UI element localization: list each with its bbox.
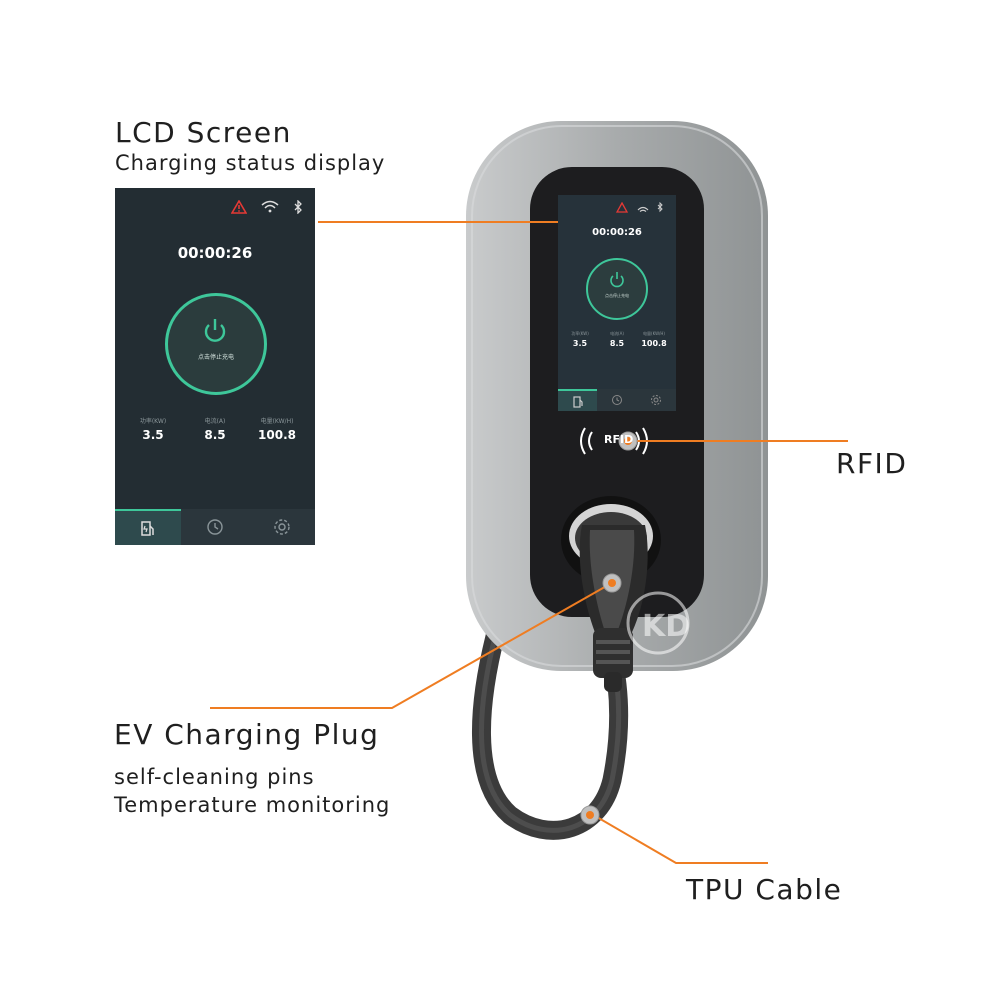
tab-charger[interactable] bbox=[115, 509, 181, 545]
device-tab-settings[interactable] bbox=[636, 389, 675, 411]
device-metric-power: 功率(KW)3.5 bbox=[571, 331, 589, 348]
rfid-callout-title: RFID bbox=[836, 447, 908, 480]
metric-current: 电流(A)8.5 bbox=[204, 418, 226, 442]
svg-text:KD: KD bbox=[642, 609, 690, 644]
metric-energy: 电量(KW/H)100.8 bbox=[258, 418, 296, 442]
device-tab-charger[interactable] bbox=[558, 389, 597, 411]
bluetooth-icon bbox=[294, 200, 302, 214]
power-icon bbox=[204, 319, 226, 342]
device-power-ring[interactable]: 点击停止充电 bbox=[586, 258, 648, 320]
bottom-nav bbox=[115, 509, 315, 545]
power-icon bbox=[610, 272, 624, 288]
device-nav bbox=[558, 389, 676, 411]
lcd-callout-subtitle: Charging status display bbox=[115, 151, 386, 175]
device-stop-label: 点击停止充电 bbox=[605, 293, 629, 298]
device-tab-clock[interactable] bbox=[597, 389, 636, 411]
cable-callout-line bbox=[589, 812, 768, 864]
stop-charging-label: 点击停止充电 bbox=[197, 354, 234, 361]
kd-logo bbox=[626, 591, 690, 655]
device-lcd: 00:00:26 点击停止充电 功率(KW)3.5 电流(A)8.5 电量(KW… bbox=[558, 195, 676, 411]
wifi-icon bbox=[261, 200, 279, 213]
plug-callout-title: EV Charging Plug bbox=[114, 718, 380, 751]
clock-icon bbox=[612, 395, 622, 405]
metric-power: 功率(KW)3.5 bbox=[139, 418, 167, 442]
lcd-callout-title: LCD Screen bbox=[115, 116, 292, 149]
device-rfid-label: RFID bbox=[604, 433, 634, 446]
gear-icon bbox=[651, 395, 661, 405]
power-ring[interactable]: 点击停止充电 bbox=[165, 293, 267, 395]
clock-icon bbox=[207, 519, 223, 535]
plug-callout-line bbox=[210, 583, 611, 709]
device-metric-energy: 电量(KW/H)100.8 bbox=[641, 331, 667, 348]
plug-feature-cleaning: self-cleaning pins bbox=[114, 765, 315, 789]
tab-settings[interactable] bbox=[249, 509, 315, 545]
cable-callout-title: TPU Cable bbox=[686, 873, 843, 906]
device-metric-current: 电流(A)8.5 bbox=[609, 331, 625, 348]
gear-icon bbox=[274, 519, 290, 535]
status-bar bbox=[231, 200, 303, 214]
lcd-screen-closeup: 00:00:26 点击停止充电 功率(KW)3.5 电流(A)8.5 电量(KW… bbox=[115, 188, 315, 545]
charger-icon bbox=[141, 521, 154, 536]
plug-feature-temperature: Temperature monitoring bbox=[114, 793, 391, 817]
device-timer: 00:00:26 bbox=[592, 227, 642, 238]
charging-timer: 00:00:26 bbox=[177, 244, 253, 262]
tab-history[interactable] bbox=[182, 509, 248, 545]
charger-icon bbox=[573, 396, 583, 408]
status-icons bbox=[616, 202, 663, 213]
warning-icon bbox=[231, 200, 247, 214]
